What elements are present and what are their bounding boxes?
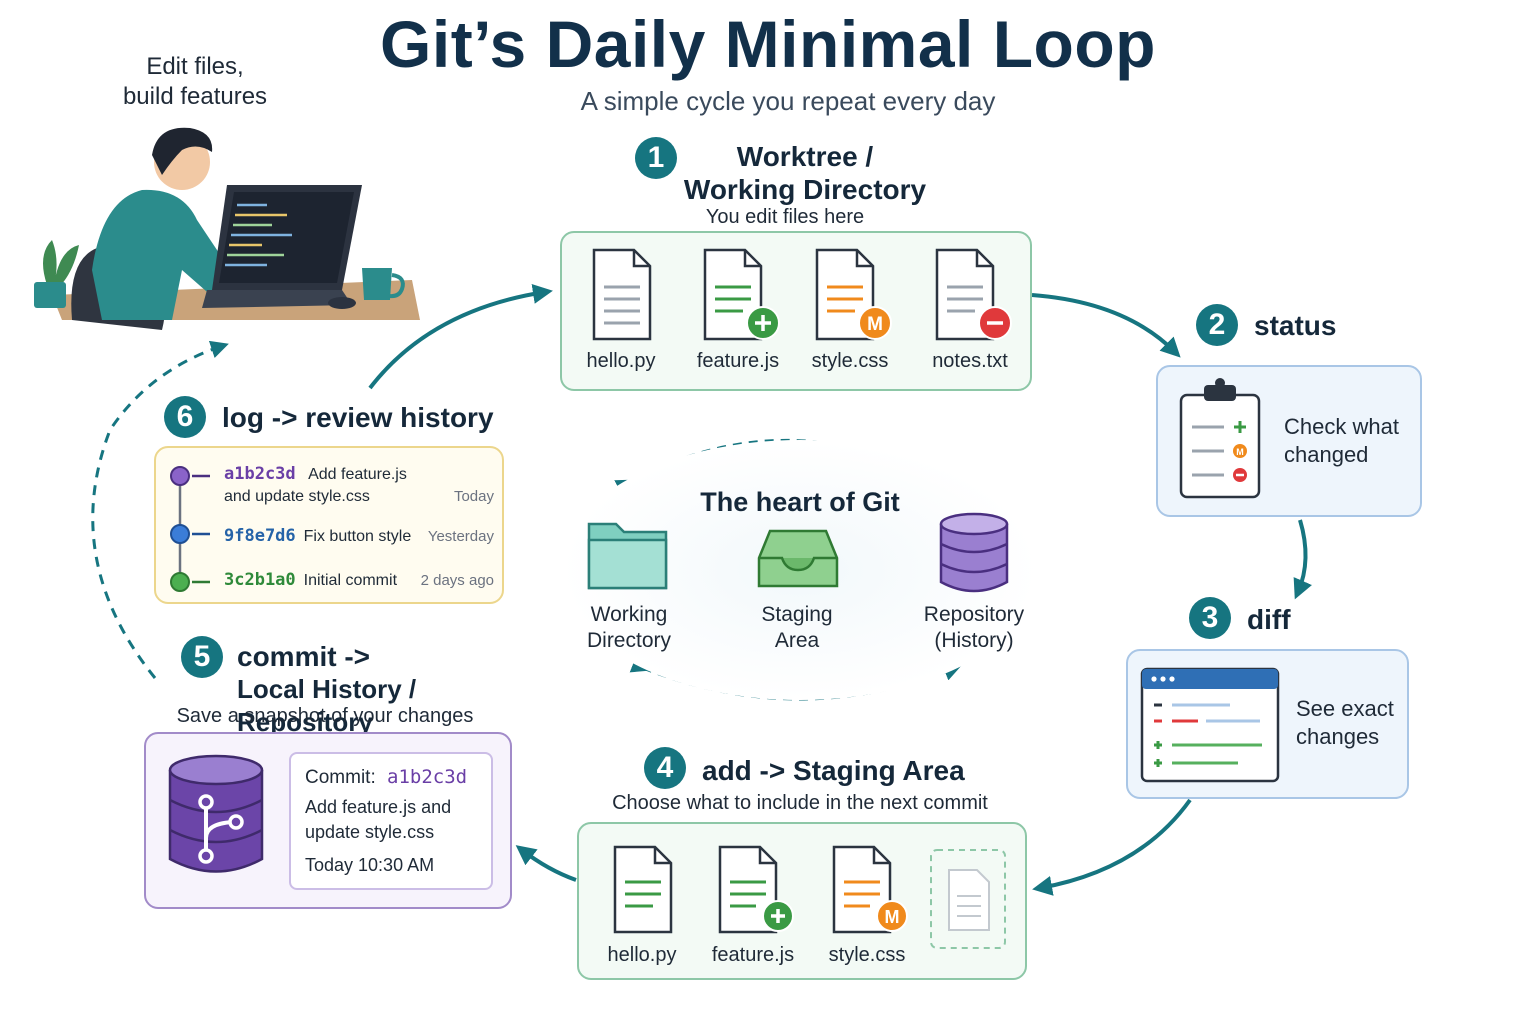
commit-graph-icon (170, 466, 210, 592)
arrow-add-to-commit (515, 845, 577, 882)
worktree-box: hello.py feature.js M style.css notes.tx… (560, 231, 1032, 391)
step-6-badge: 6 (164, 396, 206, 438)
repository-branch-icon (168, 754, 264, 873)
step-1-note: You edit files here (705, 206, 865, 228)
log-entry[interactable]: 3c2b1a0 Initial commit 2 days ago (224, 570, 494, 590)
step-5-badge: 5 (181, 636, 223, 678)
status-box: M Check what changed (1156, 365, 1422, 517)
heart-staging-label: Staging Area (761, 603, 833, 652)
commit-box: Commit: a1b2c3d Add feature.js and updat… (144, 732, 512, 909)
diff-text: See exact changes (1296, 696, 1394, 749)
commit-message: Add feature.js and update style.css (305, 797, 452, 842)
folder-icon (587, 522, 668, 590)
step-3-title: diff (1247, 604, 1291, 635)
worktree-file-style[interactable]: M style.css (802, 247, 898, 373)
staged-file-feature[interactable]: feature.js (705, 844, 801, 967)
step-6-title: log -> review history (222, 402, 494, 433)
step-2-title: status (1254, 310, 1337, 341)
heart-title: The heart of Git (700, 487, 900, 517)
inbox-tray-icon (757, 529, 839, 588)
page-title: Git’s Daily Minimal Loop (380, 7, 1156, 81)
svg-text:M: M (867, 314, 883, 335)
staging-box: hello.py feature.js M style.css (577, 822, 1027, 980)
step-5-note: Save a snapshot of your changes (176, 705, 474, 727)
arrow-worktree-to-status (1031, 293, 1181, 358)
commit-label: Commit: (305, 767, 376, 788)
file-added-icon (703, 248, 780, 341)
step-3-badge: 3 (1189, 597, 1231, 639)
staged-file-style[interactable]: M style.css (819, 844, 915, 967)
file-icon (592, 248, 652, 341)
plant-icon (43, 240, 79, 285)
file-added-icon (718, 845, 794, 934)
file-deleted-icon (935, 248, 1012, 341)
step-4-badge: 4 (644, 747, 686, 789)
arrow-commit-to-developer (91, 340, 229, 679)
empty-slot-icon (930, 849, 1006, 949)
commit-card[interactable]: Commit: a1b2c3d Add feature.js and updat… (289, 752, 493, 890)
arrow-log-to-worktree (368, 283, 553, 390)
commit-time: Today 10:30 AM (305, 855, 435, 875)
worktree-file-notes[interactable]: notes.txt (922, 247, 1018, 373)
step-2-badge: 2 (1196, 304, 1238, 346)
step-4-note: Choose what to include in the next commi… (612, 792, 988, 814)
heart-working-label: Working Directory (586, 603, 671, 652)
file-modified-icon: M (832, 845, 908, 934)
mug-icon (362, 268, 392, 300)
log-entry[interactable]: a1b2c3d Add feature.js and update style.… (224, 464, 494, 505)
arrow-diff-to-add (1032, 798, 1192, 896)
file-modified-icon: M (815, 248, 892, 341)
clipboard-icon: M (1179, 378, 1261, 499)
svg-text:M: M (885, 907, 900, 927)
diff-box: See exact changes (1126, 649, 1409, 799)
svg-text:M: M (1236, 447, 1244, 457)
staged-file-hello[interactable]: hello.py (599, 844, 685, 967)
log-box: a1b2c3d Add feature.js and update style.… (154, 446, 504, 604)
step-1-badge: 1 (635, 137, 677, 179)
worktree-file-hello[interactable]: hello.py (576, 247, 666, 373)
step-4-title: add -> Staging Area (702, 755, 965, 786)
commit-hash: a1b2c3d (387, 766, 468, 788)
developer-caption: Edit files, build features (122, 53, 268, 110)
database-icon (939, 512, 1009, 593)
file-icon (613, 845, 673, 934)
status-text: Check what changed (1284, 414, 1399, 467)
developer-illustration (34, 127, 420, 330)
log-entry[interactable]: 9f8e7d6 Fix button style Yesterday (224, 526, 494, 546)
step-1-title: Worktree / Working Directory (683, 141, 927, 205)
diff-window-icon (1140, 667, 1280, 783)
page-subtitle: A simple cycle you repeat every day (580, 86, 996, 116)
worktree-file-feature[interactable]: feature.js (690, 247, 786, 373)
arrow-status-to-diff (1293, 519, 1312, 600)
heart-repo-label: Repository (History) (923, 603, 1025, 652)
